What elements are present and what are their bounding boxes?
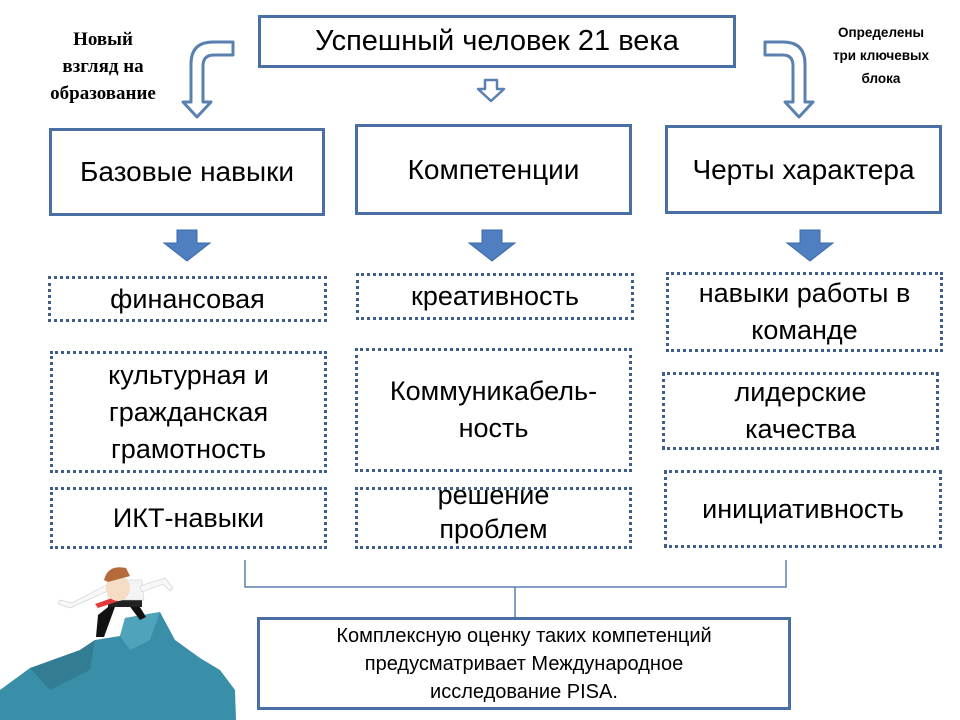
conclusion-box: Комплексную оценку таких компетенций пре…: [257, 617, 791, 710]
item-box: решение проблем: [355, 480, 632, 549]
item-box: креативность: [356, 273, 634, 320]
down-arrow-solid-icon: [785, 229, 835, 262]
block-heading-label: Базовые навыки: [79, 156, 294, 187]
conclusion-text: Комплексную оценку таких компетенций пре…: [336, 624, 712, 703]
item-box: культурная и гражданская грамотность: [50, 351, 327, 473]
curved-arrow-left-icon: [181, 40, 235, 119]
item-box: инициативность: [664, 470, 942, 548]
curved-arrow-right-icon: [763, 40, 815, 119]
bracket-connector: [244, 560, 787, 617]
page-title: Успешный человек 21 века: [315, 25, 679, 57]
block-heading-label: Компетенции: [407, 153, 580, 185]
block-heading-character-traits: Черты характера: [665, 125, 942, 214]
item-box: навыки работы в команде: [666, 272, 943, 352]
left-note: Новый взгляд на образование: [50, 29, 156, 104]
item-box: финансовая: [48, 276, 327, 322]
right-note: Определены три ключевых блока: [832, 25, 930, 86]
item-box: лидерские качества: [662, 372, 939, 450]
title-box: Успешный человек 21 века: [258, 15, 736, 68]
block-heading-competencies: Компетенции: [355, 124, 632, 215]
down-arrow-solid-icon: [467, 229, 517, 262]
block-heading-basic-skills: Базовые навыки: [49, 128, 325, 216]
item-box: Коммуникабель- ность: [355, 348, 632, 472]
down-arrow-solid-icon: [162, 229, 212, 262]
down-arrow-outline-icon: [476, 78, 506, 103]
block-heading-label: Черты характера: [692, 153, 915, 185]
man-on-mountain-illustration: [0, 567, 236, 720]
item-box: ИКТ-навыки: [50, 487, 327, 549]
